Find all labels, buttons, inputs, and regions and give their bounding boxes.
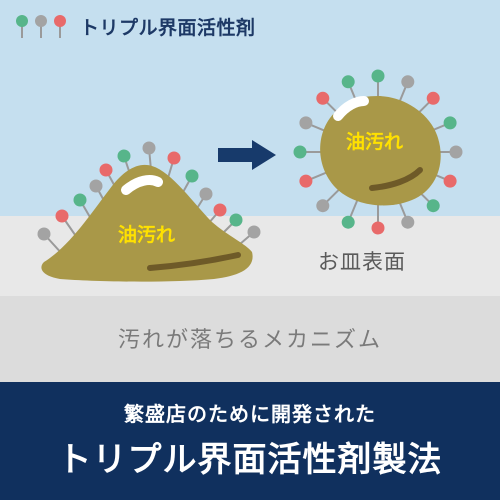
surfactant-molecule-icon bbox=[16, 15, 28, 38]
surfactant-molecule-icon bbox=[35, 15, 47, 38]
right-arrow-icon bbox=[218, 140, 276, 170]
oil-dirt-on-dish bbox=[41, 164, 253, 282]
surfactant-molecule-icon bbox=[371, 202, 385, 235]
dirt-shadow bbox=[369, 167, 423, 191]
dirt-shadow bbox=[147, 252, 241, 271]
dirt-label-right: 油汚れ bbox=[346, 131, 403, 153]
dirt-highlight bbox=[333, 96, 369, 121]
surfactant-molecule-icon bbox=[54, 15, 66, 38]
surfactant-molecule-icon bbox=[341, 197, 360, 229]
surfactant-molecule-icon bbox=[299, 170, 331, 188]
surfactant-molecule-icon bbox=[239, 225, 261, 245]
lifted-oil-dirt bbox=[320, 96, 441, 206]
footer-banner bbox=[0, 382, 500, 500]
dish-surface-label: お皿表面 bbox=[318, 250, 406, 274]
legend-label: トリプル界面活性剤 bbox=[80, 17, 256, 39]
dirt-label-left: 油汚れ bbox=[118, 224, 175, 246]
surfactant-molecule-icon bbox=[167, 151, 181, 179]
surfactant-molecule-icon bbox=[181, 169, 199, 195]
caption-band bbox=[0, 296, 500, 382]
surfactant-molecule-icon bbox=[316, 186, 342, 213]
surfactant-molecule-icon bbox=[195, 187, 213, 211]
footer-subtitle: 繁盛店のために開発された bbox=[124, 402, 376, 426]
surfactants-on-dirt bbox=[37, 141, 261, 257]
surfactant-molecule-icon bbox=[221, 213, 243, 235]
mechanism-caption: 汚れが落ちるメカニズム bbox=[117, 328, 382, 353]
dirt-highlight bbox=[121, 175, 163, 195]
footer-title: トリプル界面活性剤製法 bbox=[57, 440, 443, 480]
legend-molecules-icon bbox=[16, 15, 66, 38]
